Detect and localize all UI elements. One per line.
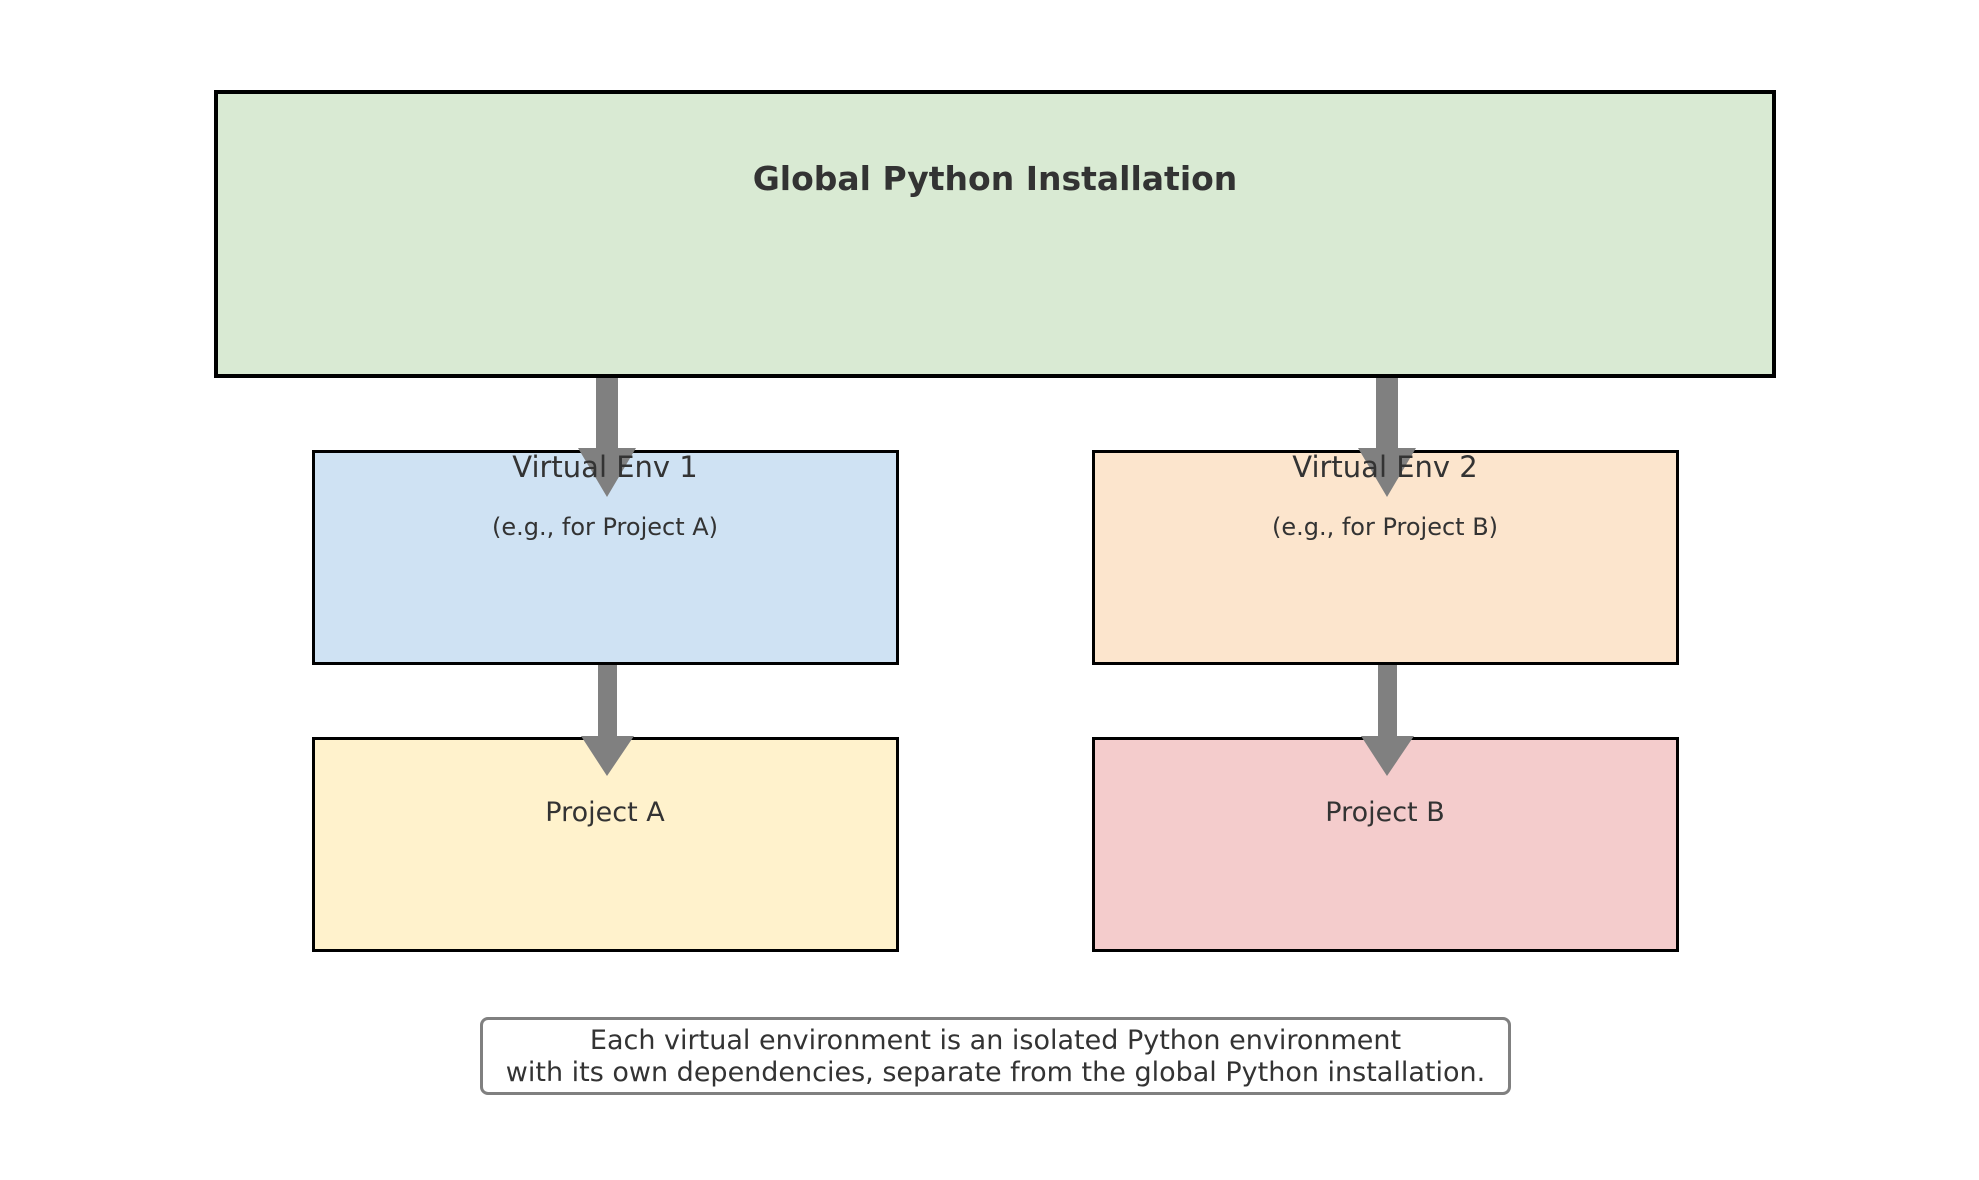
virtual-env-1-title: Virtual Env 1 — [512, 450, 698, 484]
project-a-box — [312, 737, 899, 952]
caption-line-1: Each virtual environment is an isolated … — [589, 1025, 1402, 1056]
project-b-box — [1092, 737, 1679, 952]
virtual-env-2-title: Virtual Env 2 — [1292, 450, 1478, 484]
caption-box: Each virtual environment is an isolated … — [480, 1017, 1511, 1095]
global-python-box — [214, 90, 1776, 378]
global-python-title: Global Python Installation — [752, 159, 1238, 198]
project-a-title: Project A — [545, 797, 665, 828]
caption-line-2: with its own dependencies, separate from… — [505, 1057, 1486, 1088]
virtual-env-1-subtitle: (e.g., for Project A) — [491, 513, 719, 541]
project-b-title: Project B — [1325, 797, 1445, 828]
virtual-env-2-subtitle: (e.g., for Project B) — [1271, 513, 1499, 541]
